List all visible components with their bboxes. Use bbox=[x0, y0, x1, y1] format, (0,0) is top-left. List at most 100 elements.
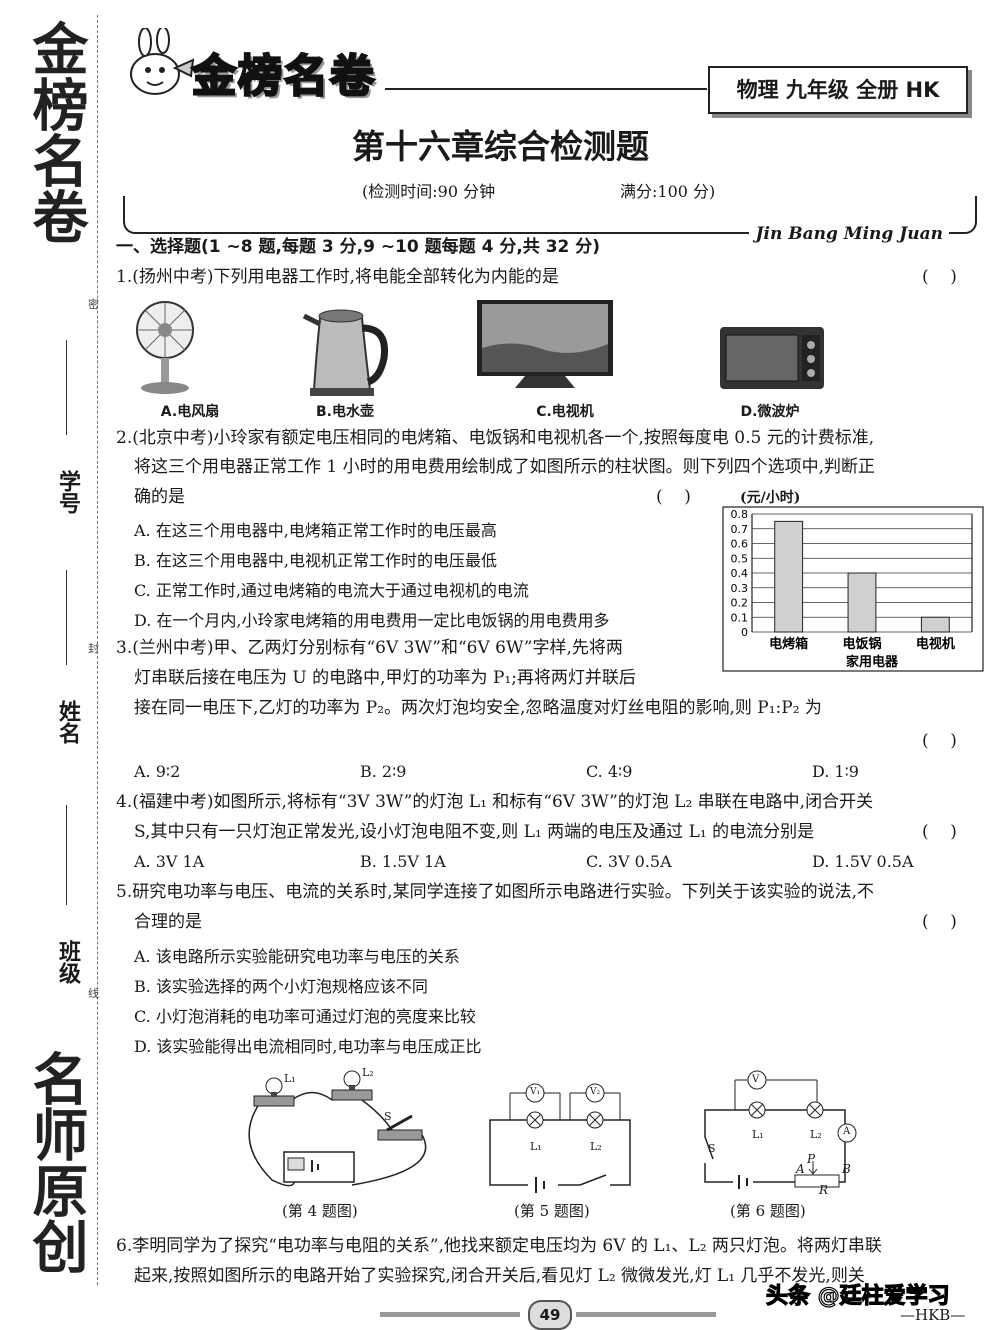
student-id-blank[interactable] bbox=[66, 340, 67, 435]
q1-option-c: C.电视机 bbox=[536, 404, 594, 420]
student-id-label: 学号 bbox=[55, 470, 80, 514]
q1-option-a: A.电风扇 bbox=[160, 404, 220, 420]
fig6-label-l1: L₁ bbox=[752, 1128, 764, 1141]
fig4-label-l2: L₂ bbox=[362, 1066, 374, 1079]
chart-y-tick: 0.1 bbox=[731, 611, 749, 624]
q2-line3: 确的是 bbox=[134, 487, 185, 507]
q6-line1: 6.李明同学为了探究“电功率与电阻的关系”,他找来额定电压均为 6V 的 L₁、… bbox=[116, 1236, 882, 1256]
q2-option-d: D. 在一个月内,小玲家电烤箱的用电费用一定比电饭锅的用电费用多 bbox=[134, 611, 610, 630]
brand-logo-text: 金榜名卷 bbox=[191, 50, 376, 104]
q2-option-a: A. 在这三个用电器中,电烤箱正常工作时的电压最高 bbox=[134, 521, 497, 540]
sidebar-bottom-title: 名师原创 bbox=[20, 1050, 90, 1285]
watermark: 头条 @廷柱爱学习 bbox=[765, 1283, 950, 1309]
q1-option-b: B.电水壶 bbox=[316, 404, 374, 420]
binding-dashed-line bbox=[97, 15, 98, 1285]
fig6-label-s: S bbox=[708, 1142, 716, 1155]
q6-line2: 起来,按照如图所示的电路开始了实验探究,闭合开关后,看见灯 L₂ 微微发光,灯 … bbox=[134, 1266, 865, 1286]
seal-mark-mi: 密 bbox=[88, 298, 99, 311]
q4-option-b: B. 1.5V 1A bbox=[360, 852, 446, 871]
q2-line1: 2.(北京中考)小玲家有额定电压相同的电烤箱、电饭锅和电视机各一个,按照每度电 … bbox=[116, 428, 875, 448]
q2-answer-blank[interactable]: ( ) bbox=[656, 487, 691, 507]
fig6-label-l2: L₂ bbox=[810, 1128, 822, 1141]
q5-line2: 合理的是 bbox=[134, 912, 202, 932]
fig4-caption: (第 4 题图) bbox=[282, 1202, 358, 1220]
chart-category-label: 电饭锅 bbox=[842, 636, 881, 652]
rabbit-mascot-icon bbox=[130, 28, 195, 95]
q3-answer-blank[interactable]: ( ) bbox=[922, 731, 957, 751]
chart-y-tick: 0.5 bbox=[731, 552, 749, 565]
tv-image bbox=[477, 300, 613, 388]
header-frame: Jin Bang Ming Juan bbox=[123, 196, 977, 244]
q4-option-c: C. 3V 0.5A bbox=[586, 852, 672, 871]
chart-y-tick: 0.7 bbox=[731, 523, 749, 536]
footer-bar-left bbox=[380, 1312, 520, 1317]
q4-option-d: D. 1.5V 0.5A bbox=[812, 852, 914, 871]
fig5-label-v1: V₁ bbox=[530, 1087, 541, 1097]
q4-line2: S,其中只有一只灯泡正常发光,设小灯泡电阻不变,则 L₁ 两端的电压及通过 L₁… bbox=[134, 822, 815, 842]
edition-code: —HKB— bbox=[900, 1306, 966, 1324]
full-score: 满分:100 分) bbox=[620, 182, 716, 201]
fig6-label-p: P bbox=[807, 1152, 816, 1166]
exam-time: (检测时间:90 分钟 bbox=[362, 182, 496, 201]
fig5-caption: (第 5 题图) bbox=[514, 1202, 590, 1220]
fig4-label-l1: L₁ bbox=[284, 1072, 296, 1085]
class-blank[interactable] bbox=[66, 805, 67, 905]
chart-x-axis-label: 家用电器 bbox=[846, 654, 899, 670]
chart-y-tick: 0 bbox=[741, 626, 748, 639]
seal-mark-feng: 封 bbox=[88, 642, 99, 655]
q3-line2: 灯串联后接在电压为 U 的电路中,甲灯的功率为 P₁;再将两灯并联后 bbox=[134, 668, 636, 688]
sidebar-top-title-text: 金榜名卷 bbox=[23, 20, 88, 244]
q3-option-b: B. 2∶9 bbox=[360, 762, 407, 781]
fan-image bbox=[136, 301, 194, 394]
chart-category-label: 电视机 bbox=[916, 636, 955, 652]
q4-option-a: A. 3V 1A bbox=[134, 852, 205, 871]
fig6-label-a-end: A bbox=[796, 1162, 805, 1176]
fig6-label-b-end: B bbox=[842, 1162, 851, 1176]
q2-line2: 将这三个用电器正常工作 1 小时的用电费用绘制成了如图所示的柱状图。则下列四个选… bbox=[134, 457, 876, 477]
q3-line1: 3.(兰州中考)甲、乙两灯分别标有“6V 3W”和“6V 6W”字样,先将两 bbox=[116, 638, 623, 658]
section-heading: 一、选择题(1 ~8 题,每题 3 分,9 ~10 题每题 4 分,共 32 分… bbox=[116, 237, 601, 257]
q1-stem: 1.(扬州中考)下列用电器工作时,将电能全部转化为内能的是 bbox=[116, 267, 559, 287]
fig4-label-s: S bbox=[384, 1110, 392, 1123]
roman-brand: Jin Bang Ming Juan bbox=[749, 224, 949, 244]
chart-bar bbox=[847, 572, 877, 633]
microwave-image bbox=[720, 327, 824, 389]
kettle-image bbox=[302, 309, 389, 396]
q5-option-c: C. 小灯泡消耗的电功率可通过灯泡的亮度来比较 bbox=[134, 1007, 476, 1026]
chart-bar bbox=[774, 520, 804, 633]
q5-answer-blank[interactable]: ( ) bbox=[922, 912, 957, 932]
sidebar-bottom-title-text: 名师原创 bbox=[23, 1050, 88, 1274]
name-blank[interactable] bbox=[66, 570, 67, 665]
fig6-label-a: A bbox=[843, 1126, 851, 1137]
q4-answer-blank[interactable]: ( ) bbox=[922, 822, 957, 842]
q3-option-c: C. 4∶9 bbox=[586, 762, 633, 781]
q5-option-b: B. 该实验选择的两个小灯泡规格应该不同 bbox=[134, 977, 428, 996]
fig5-label-v2: V₂ bbox=[590, 1087, 601, 1097]
q2-option-c: C. 正常工作时,通过电烤箱的电流大于通过电视机的电流 bbox=[134, 581, 529, 600]
fig4-circuit-diagram bbox=[248, 1070, 427, 1187]
q3-option-a: A. 9∶2 bbox=[134, 762, 181, 781]
chart-y-tick: 0.8 bbox=[731, 508, 749, 521]
fig6-label-r: R bbox=[819, 1183, 829, 1197]
header-rule bbox=[385, 88, 707, 90]
page-number: 49 bbox=[528, 1300, 572, 1330]
chart-y-unit: (元/小时) bbox=[740, 490, 801, 506]
chart-category-label: 电烤箱 bbox=[769, 636, 808, 652]
q1-option-d: D.微波炉 bbox=[740, 404, 800, 420]
q5-line1: 5.研究电功率与电压、电流的关系时,某同学连接了如图所示电路进行实验。下列关于该… bbox=[116, 882, 875, 902]
chart-y-tick: 0.4 bbox=[731, 567, 749, 580]
sidebar-top-title: 金榜名卷 bbox=[20, 20, 90, 255]
fig6-label-v: V bbox=[752, 1074, 760, 1085]
footer-bar-right bbox=[576, 1312, 716, 1317]
q2-option-b: B. 在这三个用电器中,电视机正常工作时的电压最低 bbox=[134, 551, 498, 570]
fig5-label-l2: L₂ bbox=[590, 1140, 602, 1153]
q1-answer-blank[interactable]: ( ) bbox=[922, 267, 957, 287]
chart-y-tick: 0.3 bbox=[731, 582, 749, 595]
q5-option-a: A. 该电路所示实验能研究电功率与电压的关系 bbox=[134, 947, 460, 966]
grade-box: 物理 九年级 全册 HK bbox=[708, 66, 968, 114]
class-label: 班级 bbox=[55, 940, 80, 984]
chart-y-tick: 0.2 bbox=[731, 597, 749, 610]
page-title: 第十六章综合检测题 bbox=[352, 127, 649, 166]
fig5-circuit-diagram bbox=[489, 1083, 631, 1193]
q5-option-d: D. 该实验能得出电流相同时,电功率与电压成正比 bbox=[134, 1037, 482, 1056]
